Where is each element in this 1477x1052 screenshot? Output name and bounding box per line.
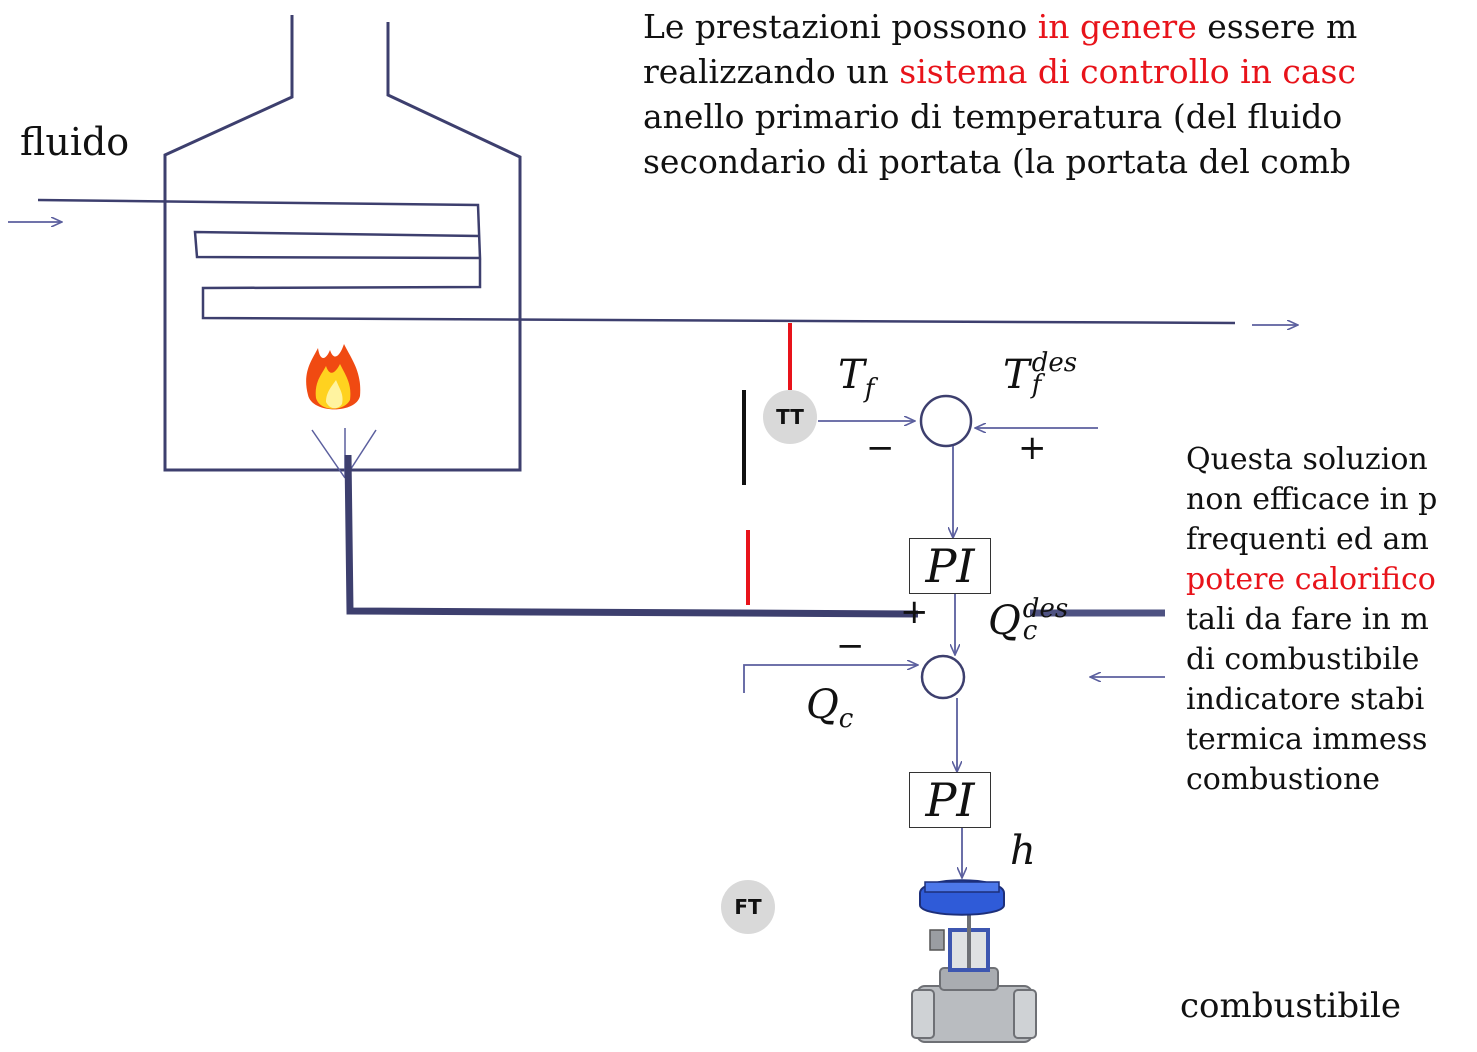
intro-line-1: Le prestazioni possono in genere essere …	[643, 8, 1357, 46]
note-line-8: termica immess	[1186, 722, 1428, 757]
intro-line-1-highlight: in genere	[1037, 7, 1197, 46]
summing-junction-1	[919, 394, 973, 448]
note-line-6: di combustibile	[1186, 642, 1420, 677]
furnace	[163, 15, 522, 472]
tfdes-base: T	[1003, 352, 1030, 398]
note-line-5: tali da fare in m	[1186, 602, 1429, 637]
control-valve-icon	[911, 879, 1037, 1043]
pi-controller-inner: PI	[909, 772, 991, 828]
sum1-plus-sign: +	[1018, 428, 1047, 468]
sum1-minus-sign: −	[866, 428, 895, 468]
intro-line-2-text: realizzando un	[643, 52, 900, 91]
pi-controller-outer: PI	[909, 538, 991, 594]
qcdes-sub: c	[1022, 616, 1038, 646]
tf-base: T	[838, 352, 865, 398]
tfdes-sub: f	[1031, 370, 1042, 400]
tfdes-sup: des	[1031, 348, 1078, 378]
qc-base: Q	[806, 682, 839, 728]
qcdes-sup: des	[1022, 594, 1069, 624]
sum2-plus-sign: +	[900, 592, 929, 632]
intro-line-2: realizzando un sistema di controllo in c…	[643, 53, 1356, 91]
ft-flow-transmitter: FT	[721, 880, 775, 934]
qc-signal-label: Qc	[806, 682, 853, 734]
qcdes-base: Q	[988, 598, 1021, 644]
fuel-pipe	[344, 454, 919, 618]
flame-icon	[306, 344, 361, 410]
fluid-label: fluido	[20, 120, 130, 164]
fuel-label: combustibile	[1180, 986, 1402, 1026]
note-line-7: indicatore stabi	[1186, 682, 1425, 717]
chimney-left-wall	[163, 15, 522, 472]
note-line-1: Questa soluzion	[1186, 442, 1428, 477]
note-line-2: non efficace in p	[1186, 482, 1438, 517]
sum2-minus-sign: −	[836, 626, 865, 666]
intro-line-3: anello primario di temperatura (del flui…	[643, 97, 1343, 136]
heat-exchanger-coil	[37, 198, 1236, 325]
tt-temperature-transmitter: TT	[763, 390, 817, 444]
tf-signal-label: Tf	[838, 352, 874, 404]
qc-sub: c	[838, 704, 854, 734]
tf-sub: f	[864, 374, 875, 404]
note-line-3: frequenti ed am	[1186, 522, 1429, 557]
intro-line-4: secondario di portata (la portata del co…	[643, 142, 1352, 181]
h-signal-label: h	[1010, 828, 1036, 874]
note-line-9: combustione	[1186, 762, 1381, 797]
summing-junction-2	[920, 654, 966, 700]
note-line-4: potere calorifico	[1186, 562, 1436, 597]
intro-line-1-text: Le prestazioni possono	[643, 7, 1038, 46]
intro-line-2-highlight: sistema di controllo in casc	[899, 52, 1356, 91]
intro-line-1-tail: essere m	[1196, 7, 1358, 46]
qc-signal-arrow	[743, 665, 918, 693]
